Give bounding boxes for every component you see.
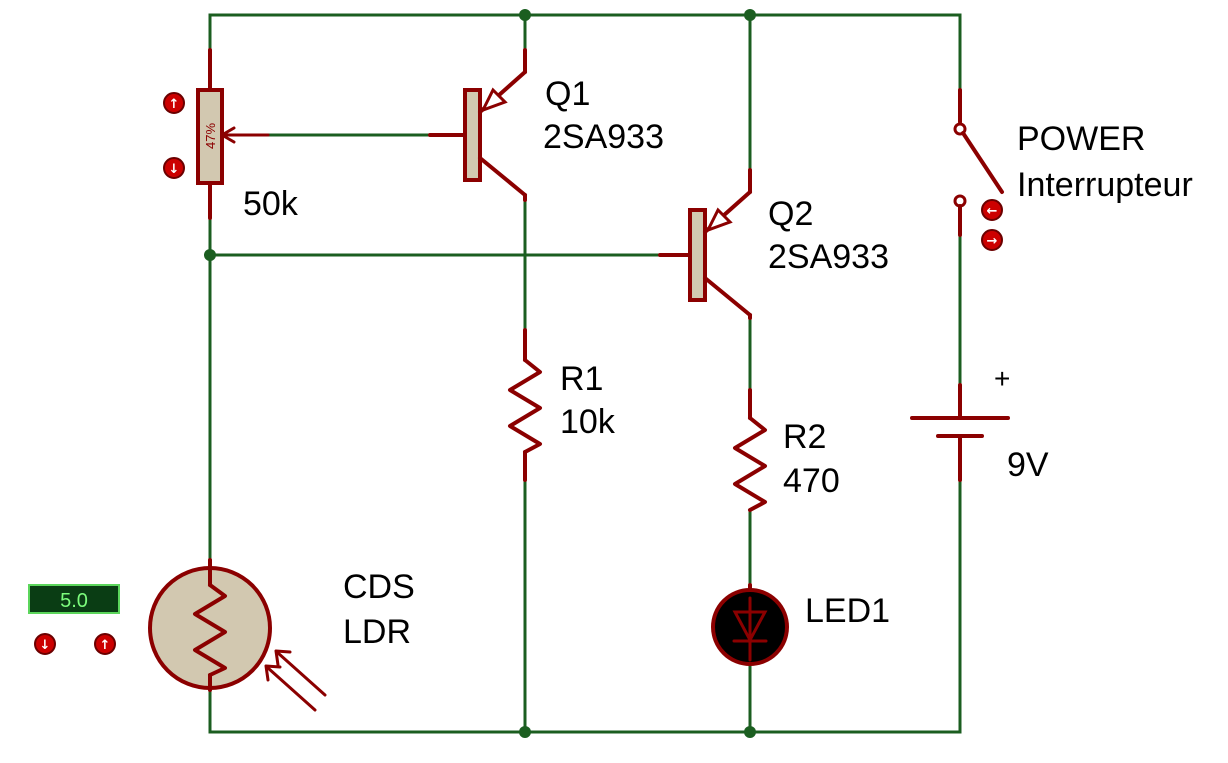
q1-part-label: 2SA933 bbox=[543, 118, 664, 156]
q2-part-label: 2SA933 bbox=[768, 238, 889, 276]
ldr-cds[interactable]: CDS LDR bbox=[148, 558, 415, 712]
battery-polarity-label: + bbox=[994, 363, 1010, 394]
power-switch[interactable]: ← → POWER Interrupteur bbox=[953, 88, 1193, 251]
arrow-up-icon bbox=[163, 92, 185, 114]
ldr-ref-label: CDS bbox=[343, 568, 415, 606]
pot-decrease-button[interactable]: ↓ bbox=[163, 157, 185, 179]
svg-text:↑: ↑ bbox=[169, 97, 180, 112]
junction-dot bbox=[744, 9, 756, 21]
pot-body bbox=[196, 88, 224, 185]
r1-zigzag bbox=[508, 358, 542, 454]
q2-ref-label: Q2 bbox=[768, 195, 813, 233]
arrow-left-icon bbox=[981, 199, 1003, 221]
r1-ref-label: R1 bbox=[560, 360, 603, 398]
potentiometer[interactable]: 47% ↑ ↓ 50k bbox=[163, 48, 299, 223]
switch-type-label: Interrupteur bbox=[1017, 166, 1193, 204]
arrow-down-icon bbox=[163, 157, 185, 179]
switch-ref-label: POWER bbox=[1017, 120, 1145, 158]
r2-zigzag bbox=[733, 416, 767, 512]
q2-base-bar bbox=[688, 208, 707, 302]
battery-value-label: 9V bbox=[1007, 446, 1049, 484]
switch-close-button[interactable]: → bbox=[981, 229, 1003, 251]
arrow-up-icon bbox=[94, 633, 116, 655]
pot-increase-button[interactable]: ↑ bbox=[163, 92, 185, 114]
ldr-decrease-button[interactable]: ↓ bbox=[34, 633, 56, 655]
pot-value-label: 50k bbox=[243, 185, 299, 223]
svg-text:↑: ↑ bbox=[100, 638, 111, 653]
junction-dot bbox=[744, 726, 756, 738]
resistor-r1[interactable]: R1 10k bbox=[508, 328, 616, 482]
svg-text:←: ← bbox=[987, 204, 998, 219]
svg-text:↓: ↓ bbox=[169, 162, 180, 177]
r2-ref-label: R2 bbox=[783, 418, 826, 456]
svg-text:↓: ↓ bbox=[40, 638, 51, 653]
light-arrow-1 bbox=[276, 651, 327, 697]
arrow-down-icon bbox=[34, 633, 56, 655]
pot-wiper-percent: 47% bbox=[203, 123, 218, 149]
r2-value-label: 470 bbox=[783, 462, 840, 500]
transistor-q2[interactable]: Q2 2SA933 bbox=[658, 168, 889, 320]
ldr-zigzag bbox=[193, 583, 227, 677]
junction-dot bbox=[519, 9, 531, 21]
pot-wiper-arrow bbox=[220, 126, 236, 144]
junction-dot bbox=[204, 249, 216, 261]
led1[interactable]: LED1 bbox=[711, 583, 890, 666]
q2-emitter-arrow bbox=[704, 207, 733, 233]
arrow-right-icon bbox=[981, 229, 1003, 251]
ldr-value-display: 5.0 bbox=[28, 584, 120, 614]
ldr-increase-button[interactable]: ↑ bbox=[94, 633, 116, 655]
transistor-q1[interactable]: Q1 2SA933 bbox=[428, 48, 664, 202]
r1-value-label: 10k bbox=[560, 403, 616, 441]
battery[interactable]: + 9V bbox=[910, 363, 1049, 484]
q1-collector-lead bbox=[478, 156, 527, 197]
resistor-r2[interactable]: R2 470 bbox=[733, 388, 840, 512]
led-ref-label: LED1 bbox=[805, 592, 890, 630]
ldr-display-value: 5.0 bbox=[60, 590, 88, 612]
q2-collector-lead bbox=[703, 276, 752, 317]
wires bbox=[208, 13, 962, 734]
light-arrow-2-head bbox=[264, 664, 282, 682]
q1-emitter-arrow bbox=[479, 87, 508, 113]
junctions bbox=[204, 9, 756, 738]
switch-lever bbox=[961, 131, 1004, 194]
q1-ref-label: Q1 bbox=[545, 75, 590, 113]
q1-base-bar bbox=[463, 88, 482, 182]
svg-text:→: → bbox=[987, 234, 998, 249]
light-arrow-2 bbox=[266, 666, 317, 712]
switch-open-button[interactable]: ← bbox=[981, 199, 1003, 221]
ldr-type-label: LDR bbox=[343, 613, 411, 651]
junction-dot bbox=[519, 726, 531, 738]
light-arrow-1-head bbox=[274, 649, 292, 667]
